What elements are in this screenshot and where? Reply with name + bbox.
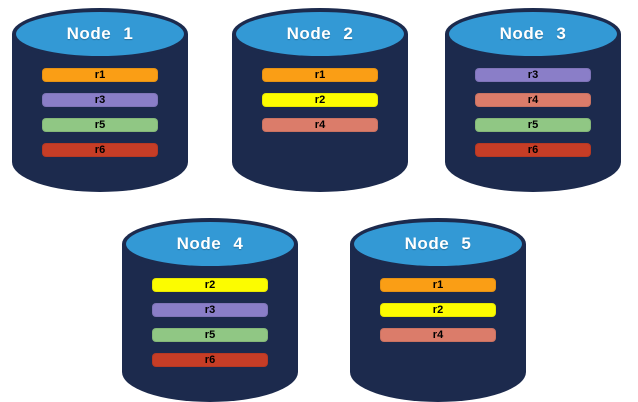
- cylinder-top-rim: Node 2: [232, 8, 408, 60]
- replica-bar-r1: r1: [380, 278, 496, 292]
- cylinder-top: Node 3: [449, 12, 617, 56]
- replica-bar-list: r1 r2 r4: [350, 278, 526, 342]
- db-node-2: Node 2 r1 r2 r4: [232, 8, 408, 192]
- cylinder-body: [12, 34, 188, 192]
- cylinder-top-rim: Node 5: [350, 218, 526, 270]
- replica-bar-list: r3 r4 r5 r6: [445, 68, 621, 157]
- replica-bar-r6: r6: [42, 143, 158, 157]
- node-title: Node 4: [176, 234, 244, 253]
- cylinder-top-rim: Node 3: [445, 8, 621, 60]
- replica-bar-r5: r5: [42, 118, 158, 132]
- replica-bar-r3: r3: [152, 303, 268, 317]
- replica-bar-r1: r1: [42, 68, 158, 82]
- replica-bar-r5: r5: [475, 118, 591, 132]
- node-title: Node 2: [286, 24, 354, 43]
- db-node-5: Node 5 r1 r2 r4: [350, 218, 526, 402]
- replica-bar-list: r1 r3 r5 r6: [12, 68, 188, 157]
- cylinder-body: [445, 34, 621, 192]
- replica-bar-r1: r1: [262, 68, 378, 82]
- replica-bar-r2: r2: [262, 93, 378, 107]
- replica-bar-r3: r3: [42, 93, 158, 107]
- cylinder-top-rim: Node 1: [12, 8, 188, 60]
- cylinder-body: [232, 34, 408, 192]
- cylinder-body: [350, 244, 526, 402]
- cylinder-top: Node 1: [16, 12, 184, 56]
- replica-bar-r5: r5: [152, 328, 268, 342]
- node-title: Node 5: [404, 234, 472, 253]
- replica-bar-r6: r6: [475, 143, 591, 157]
- replica-bar-list: r2 r3 r5 r6: [122, 278, 298, 367]
- cylinder-top: Node 4: [126, 222, 294, 266]
- node-title: Node 3: [499, 24, 567, 43]
- node-title: Node 1: [66, 24, 134, 43]
- db-node-4: Node 4 r2 r3 r5 r6: [122, 218, 298, 402]
- cylinder-top-rim: Node 4: [122, 218, 298, 270]
- cylinder-top: Node 2: [236, 12, 404, 56]
- replica-bar-r4: r4: [262, 118, 378, 132]
- db-node-3: Node 3 r3 r4 r5 r6: [445, 8, 621, 192]
- replica-bar-r2: r2: [152, 278, 268, 292]
- cylinder-top: Node 5: [354, 222, 522, 266]
- cylinder-body: [122, 244, 298, 402]
- replica-bar-r2: r2: [380, 303, 496, 317]
- db-node-1: Node 1 r1 r3 r5 r6: [12, 8, 188, 192]
- replica-bar-r4: r4: [475, 93, 591, 107]
- replica-bar-r3: r3: [475, 68, 591, 82]
- replica-bar-r6: r6: [152, 353, 268, 367]
- replica-bar-list: r1 r2 r4: [232, 68, 408, 132]
- replica-bar-r4: r4: [380, 328, 496, 342]
